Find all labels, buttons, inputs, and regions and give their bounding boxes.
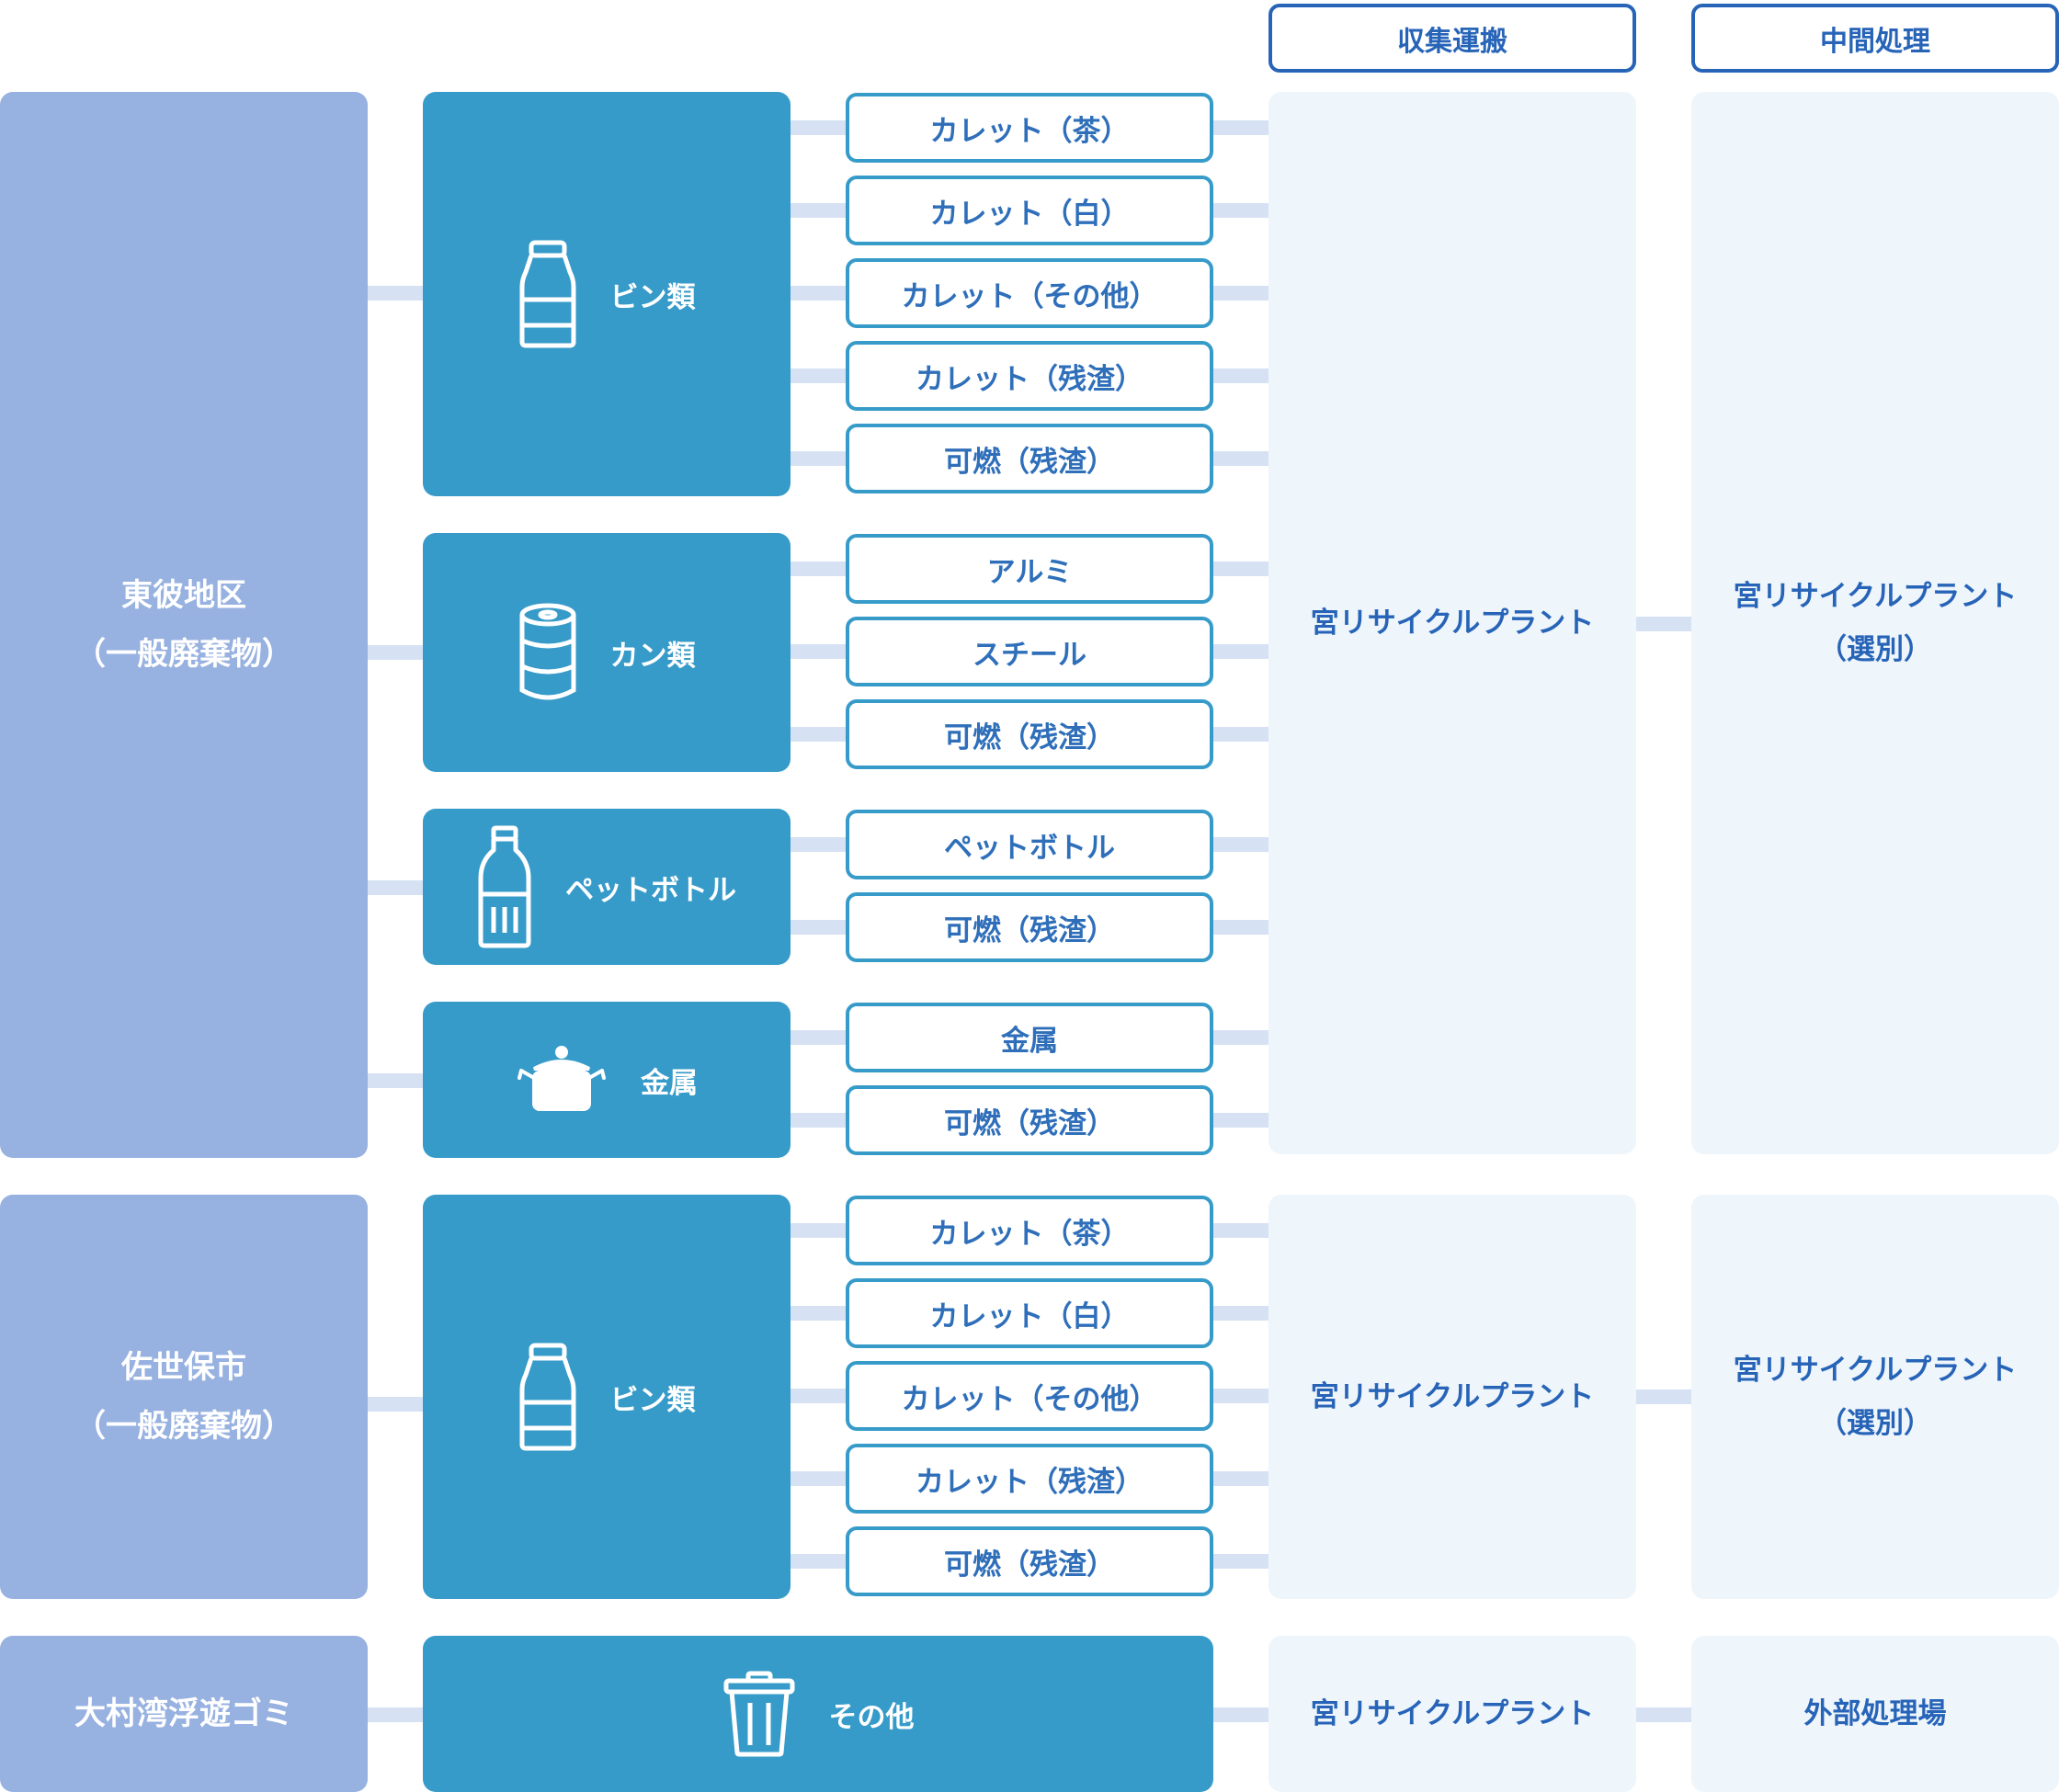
subitem: 金属 — [846, 1003, 1213, 1072]
subitem: ペットボトル — [846, 810, 1213, 879]
bottle-icon — [519, 240, 575, 348]
category-bottles-2: ビン類 — [423, 1195, 791, 1599]
category-bottles-1: ビン類 — [423, 92, 791, 496]
connector-line — [368, 286, 423, 301]
connector-line — [368, 1397, 423, 1412]
subitem: カレット（その他） — [846, 258, 1213, 328]
pet-bottle-icon — [478, 825, 531, 948]
connector-line — [1636, 1707, 1691, 1722]
connector-line — [368, 645, 423, 660]
collection-plant-2: 宮リサイクルプラント — [1268, 1195, 1636, 1599]
header-collection: 収集運搬 — [1268, 4, 1636, 73]
subitem: 可燃（残渣） — [846, 424, 1213, 493]
subitem: カレット（残渣） — [846, 341, 1213, 411]
connector-line — [1213, 1707, 1268, 1722]
intermediate-external: 外部処理場 — [1691, 1636, 2059, 1792]
connector-line — [368, 1707, 423, 1722]
category-other: その他 — [423, 1636, 1213, 1792]
source-sasebo: 佐世保市 （一般廃棄物） — [0, 1195, 368, 1599]
connector-line — [1636, 617, 1691, 631]
connector-line — [368, 880, 423, 895]
subitem: カレット（白） — [846, 176, 1213, 245]
subitem: カレット（残渣） — [846, 1444, 1213, 1514]
header-intermediate: 中間処理 — [1691, 4, 2059, 73]
category-cans: カン類 — [423, 533, 791, 772]
category-pet: ペットボトル — [423, 809, 791, 965]
connector-line — [368, 1073, 423, 1088]
intermediate-plant-2: 宮リサイクルプラント （選別） — [1691, 1195, 2059, 1599]
subitem: カレット（白） — [846, 1278, 1213, 1348]
trash-can-icon — [723, 1671, 794, 1757]
subitem: 可燃（残渣） — [846, 1526, 1213, 1596]
collection-plant-1: 宮リサイクルプラント — [1268, 92, 1636, 1154]
can-icon — [519, 603, 575, 700]
subitem: 可燃（残渣） — [846, 699, 1213, 769]
intermediate-plant-1: 宮リサイクルプラント （選別） — [1691, 92, 2059, 1154]
bottle-icon — [519, 1343, 575, 1451]
source-omura-bay: 大村湾浮遊ゴミ — [0, 1636, 368, 1792]
subitem: 可燃（残渣） — [846, 1085, 1213, 1155]
subitem: 可燃（残渣） — [846, 892, 1213, 962]
subitem: カレット（茶） — [846, 93, 1213, 163]
subitem: スチール — [846, 617, 1213, 686]
subitem: アルミ — [846, 534, 1213, 604]
subitem: カレット（茶） — [846, 1196, 1213, 1265]
source-higashisonogi: 東彼地区 （一般廃棄物） — [0, 92, 368, 1158]
subitem: カレット（その他） — [846, 1361, 1213, 1431]
connector-line — [1636, 1389, 1691, 1404]
category-metal: 金属 — [423, 1002, 791, 1158]
pot-icon — [518, 1046, 606, 1111]
collection-plant-3: 宮リサイクルプラント — [1268, 1636, 1636, 1792]
